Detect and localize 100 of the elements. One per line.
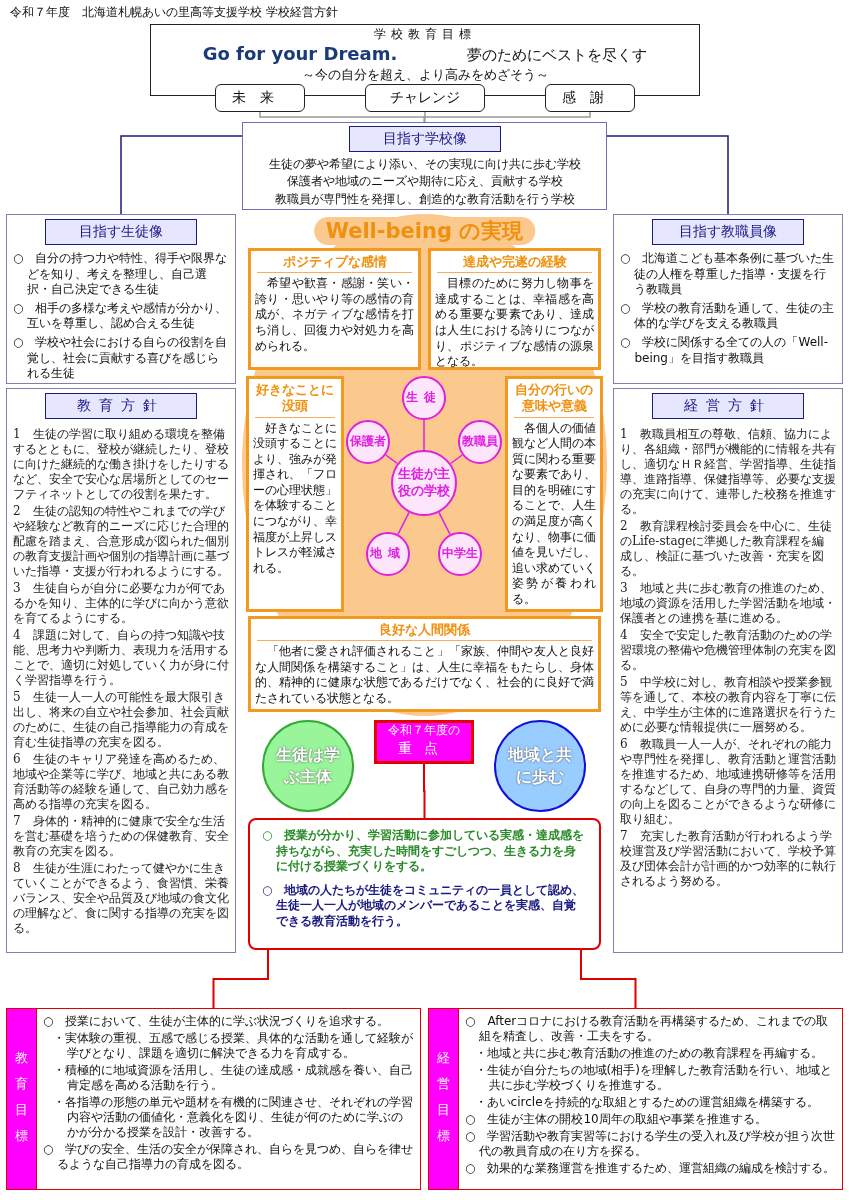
body-text: 好きなことに没頭することにより、強みが発揮され、「フローの心理状態」を体験することにつながり、幸福度が上昇しストレスが軽減される。	[253, 420, 337, 577]
circle-label: 生徒が主役の学校	[397, 466, 451, 500]
vision-box	[242, 122, 607, 210]
section-label: 学校教育目標	[373, 26, 477, 43]
list-item: ○ 効果的な業務運営を推進するため、運営組織の編成を検討する。	[465, 1161, 836, 1176]
policy-panel	[613, 388, 843, 953]
circle-label: 生徒	[406, 390, 442, 406]
list-item: ○ Afterコロナにおける教育活動を再構築するため、これまでの取組を精査し、改善・工夫をする。	[465, 1014, 830, 1044]
target-box	[6, 1008, 421, 1190]
connector-line	[423, 419, 425, 451]
list-item: ・実体験の重視、五感で感じる授業、具体的な活動を通して経験が学びとなり、課題を適切に解決できる力を育成する。	[52, 1031, 414, 1061]
circle-label: 中学生	[442, 546, 478, 562]
panel-heading: 目指す教職員像	[652, 219, 804, 245]
list-item: ・あいcircleを持続的な取組とするための運営組織を構築する。	[474, 1095, 820, 1110]
list-item: 2 生徒の認知の特性やこれまでの学びや経験など教育的ニーズに応じた合理的配慮を踏まえ、合意形成が図られた個別の教育支援計画や個別の指導計画に基づいた指導・支援が行われるようにする。	[13, 504, 229, 579]
subtitle: ～今の自分を超え、より高みをめざそう～	[300, 66, 550, 84]
panel-heading: 目指す学校像	[348, 126, 501, 152]
circle-title: Well-being の実現	[313, 217, 536, 245]
stakeholder-circle	[366, 532, 410, 576]
list-item: ○ 学習活動や教育実習等における学生の受入れ及び学校が担う次世代の教員育成の在り方を探る。	[465, 1129, 836, 1159]
list-item: ○ 相手の多様な考えや感情が分かり、互いを尊重し、認め合える生徒	[13, 300, 229, 332]
circle-label: 地域	[370, 546, 406, 562]
panel-heading: 教育方針	[45, 393, 197, 419]
body-text: 保護者や地域のニーズや期待に応え、貢献する学校	[285, 173, 564, 191]
list-item: 4 安全で安定した教育活動のための学習環境の整備や危機管理体制の充実を図る。	[620, 628, 836, 673]
list-item: ○ 学校の教育活動を通して、生徒の主体的な学びを支える教職員	[620, 300, 836, 332]
info-card	[246, 376, 344, 612]
priority-tag	[374, 720, 474, 764]
connector-line	[120, 135, 243, 215]
circle-label: 生徒は学ぶ主体	[275, 743, 341, 788]
list-item: 8 生徒が生涯にわたって健やかに生きていくことができるよう、食習慣、栄養バランス、安全や品質及び地域の食文化の理解など、食に関する指導の充実を図る。	[13, 861, 229, 936]
stakeholder-circle	[346, 420, 390, 464]
list-item: ○ 生徒が主体の開校10周年の取組や事業を推進する。	[465, 1112, 768, 1127]
stakeholder-circle	[458, 420, 502, 464]
list-item: ○ 北海道こども基本条例に基づいた生徒の人権を尊重した指導・支援を行う教職員	[620, 251, 836, 298]
list-item: ・各指導の形態の単元や題材を有機的に関連させ、それぞれの学習内容や活動の価値化・意義化を図り、生徒が何のために学ぶのかが分かる授業を設計・改善する。	[52, 1095, 414, 1140]
list-item: 5 生徒一人一人の可能性を最大限引き出し、将来の自立や社会参加、社会貢献のために、生徒の自己指導能力の育成を育む生徒指導の充実を図る。	[13, 690, 229, 750]
list-item: ・生徒が自分たちの地域(相手)を理解した教育活動を行い、地域と共に歩む学校づくりを推進する。	[474, 1063, 833, 1093]
stakeholder-circle	[438, 532, 482, 576]
list-item: 1 教職員相互の尊敬、信頼、協力により、各組織・部門が機能的に情報を共有し、適切なＨＲ経営、学習指導、生徒指導、進路指導、保健指導等、必要な支援の充実に向けて、連帯した校務を推進する。	[620, 427, 836, 517]
list-item: ・地域と共に歩む教育活動の推進のための教育課程を再編する。	[474, 1046, 824, 1061]
list-item: 6 生徒のキャリア発達を高めるため、地域や企業等に学び、地域と共にある教育活動等の経験を通して、自己効力感を高める指導の充実を図る。	[13, 752, 229, 812]
card-heading: ポジティブな感情	[257, 254, 412, 274]
connector-line	[423, 111, 591, 123]
circle-label: 地域と共に歩む	[507, 743, 573, 788]
list-item: ○ 自分の持つ力や特性、得手や限界などを知り、考えを整理し、自己選択・自己決定できる生徒	[13, 251, 229, 298]
list-item: ○ 授業において、生徒が主体的に学ぶ状況づくりを追求する。	[43, 1014, 391, 1029]
list-item: 2 教育課程検討委員会を中心に、生徒のLife-stageに準拠した教育課程を編成し、検証に基づいた改善・充実を図る。	[620, 519, 833, 579]
card-heading: 達成や完遂の経験	[437, 254, 592, 274]
connector-line	[385, 454, 399, 465]
info-card	[248, 616, 601, 712]
connector-line	[580, 949, 637, 1009]
slogan: Go for your Dream.	[202, 43, 398, 64]
value-label: チャレンジ	[390, 89, 460, 107]
list-item: ○ 学校に関係する全ての人の「Well-being」を目指す教職員	[620, 334, 829, 367]
stakeholder-circle	[402, 376, 446, 420]
list-item: ・積極的に地域資源を活用し、生徒の達成感・成就感を養い、自己肯定感を高める活動を行う。	[52, 1063, 414, 1093]
circle-label: 保護者	[350, 434, 386, 450]
profile-panel	[613, 214, 843, 384]
card-heading: 自分の行いの意味や意義	[514, 382, 594, 418]
value-box	[545, 84, 635, 112]
tag-label: 重点	[397, 738, 451, 757]
list-item: ○ 授業が分かり、学習活動に参加している実感・達成感を持ちながら、充実した時間をすごしつつ、生きる力を身に付ける授業づくりをする。	[262, 828, 586, 875]
info-card	[505, 376, 603, 612]
hub-circle	[391, 450, 457, 516]
list-item: 7 充実した教育活動が行われるよう学校運営及び学習活動において、学校予算及び団体会計が計画的かつ効率的に執行されるよう努める。	[620, 829, 836, 889]
value-label: 感謝	[562, 89, 618, 107]
tag-label: 令和７年度の	[387, 723, 461, 739]
list-item: ○ 地域の人たちが生徒をコミュニティの一員として認め、生徒一人一人が地域のメンバーであることを実感、自覚できる教育活動を行う。	[262, 882, 586, 930]
value-box	[365, 84, 485, 112]
side-heading: 教育目標	[7, 1009, 37, 1189]
connector-line	[423, 763, 426, 819]
connector-line	[606, 135, 729, 215]
body-text: 希望や歓喜・感謝・笑い・誇り・思いやり等の感情の育成が、ネガティブな感情を打ち消し、回復力や対処力を高められる。	[255, 276, 414, 355]
motto: 夢のためにベストを尽くす	[467, 46, 648, 65]
panel-heading: 目指す生徒像	[45, 219, 197, 245]
connector-line	[438, 511, 451, 536]
value-box	[215, 84, 305, 112]
card-heading: 良好な人間関係	[257, 622, 592, 642]
body-text: 各個人の価値観など人間の本質に関わる重要な要素であり、目的を明確にすることで、人生の満足度が高くなり、物事に価値を見いだし、追い求めていく姿勢が養われる。	[512, 420, 596, 608]
list-item: 1 生徒の学習に取り組める環境を整備するとともに、登校が継続したり、登校に向けた継続的な働き掛けをしたりするなど、安全で安心な居場所としてのセーフティネットとしての役割を果たす。	[13, 427, 229, 502]
connector-line	[212, 949, 269, 1009]
priority-box	[248, 818, 601, 950]
list-item: 6 教職員一人一人が、それぞれの能力や専門性を発揮し、教育活動と運営活動を推進するため、地域連携研修等を活用するなどして、自身の専門的力量、資質の向上を図ることができるような研修に取り組む。	[620, 737, 836, 827]
list-item: ○ 学びの安全、生活の安全が保障され、自らを見つめ、自らを律せるような自己指導力の育成を図る。	[43, 1142, 414, 1172]
circle-label: 教職員	[462, 434, 498, 450]
policy-panel	[6, 388, 236, 953]
info-card	[248, 248, 421, 370]
list-item: 3 地域と共に歩む教育の推進のため、地域の資源を活用した学習活動を地域・保護者との連携を基に進める。	[620, 581, 836, 626]
list-item: 4 課題に対して、自らの持つ知識や技能、思考力や判断力、表現力を活用することで、適切に対処していく力が身に付く学習指導を行う。	[13, 628, 229, 688]
value-label: 未来	[232, 89, 288, 107]
body-text: 教職員が専門性を発揮し、創造的な教育活動を行う学校	[273, 190, 576, 208]
side-heading: 経営目標	[429, 1009, 459, 1189]
body-text: 目標のために努力し物事を達成することは、幸福感を高める重要な要素であり、達成は人生における誇りにつながり、ポジティブな感情の源泉となる。	[435, 276, 594, 370]
profile-panel	[6, 214, 236, 384]
connector-line	[397, 511, 410, 536]
info-card	[428, 248, 601, 370]
page-title: 令和７年度 北海道札幌あいの里高等支援学校 学校経営方針	[10, 4, 338, 21]
list-item: 5 中学校に対し、教育相談や授業参観等を通して、本校の教育内容を丁寧に伝え、中学生が主体的に進路選択を行うために必要な情報提供に一層努める。	[620, 675, 836, 735]
card-heading: 好きなことに没頭	[255, 382, 335, 418]
